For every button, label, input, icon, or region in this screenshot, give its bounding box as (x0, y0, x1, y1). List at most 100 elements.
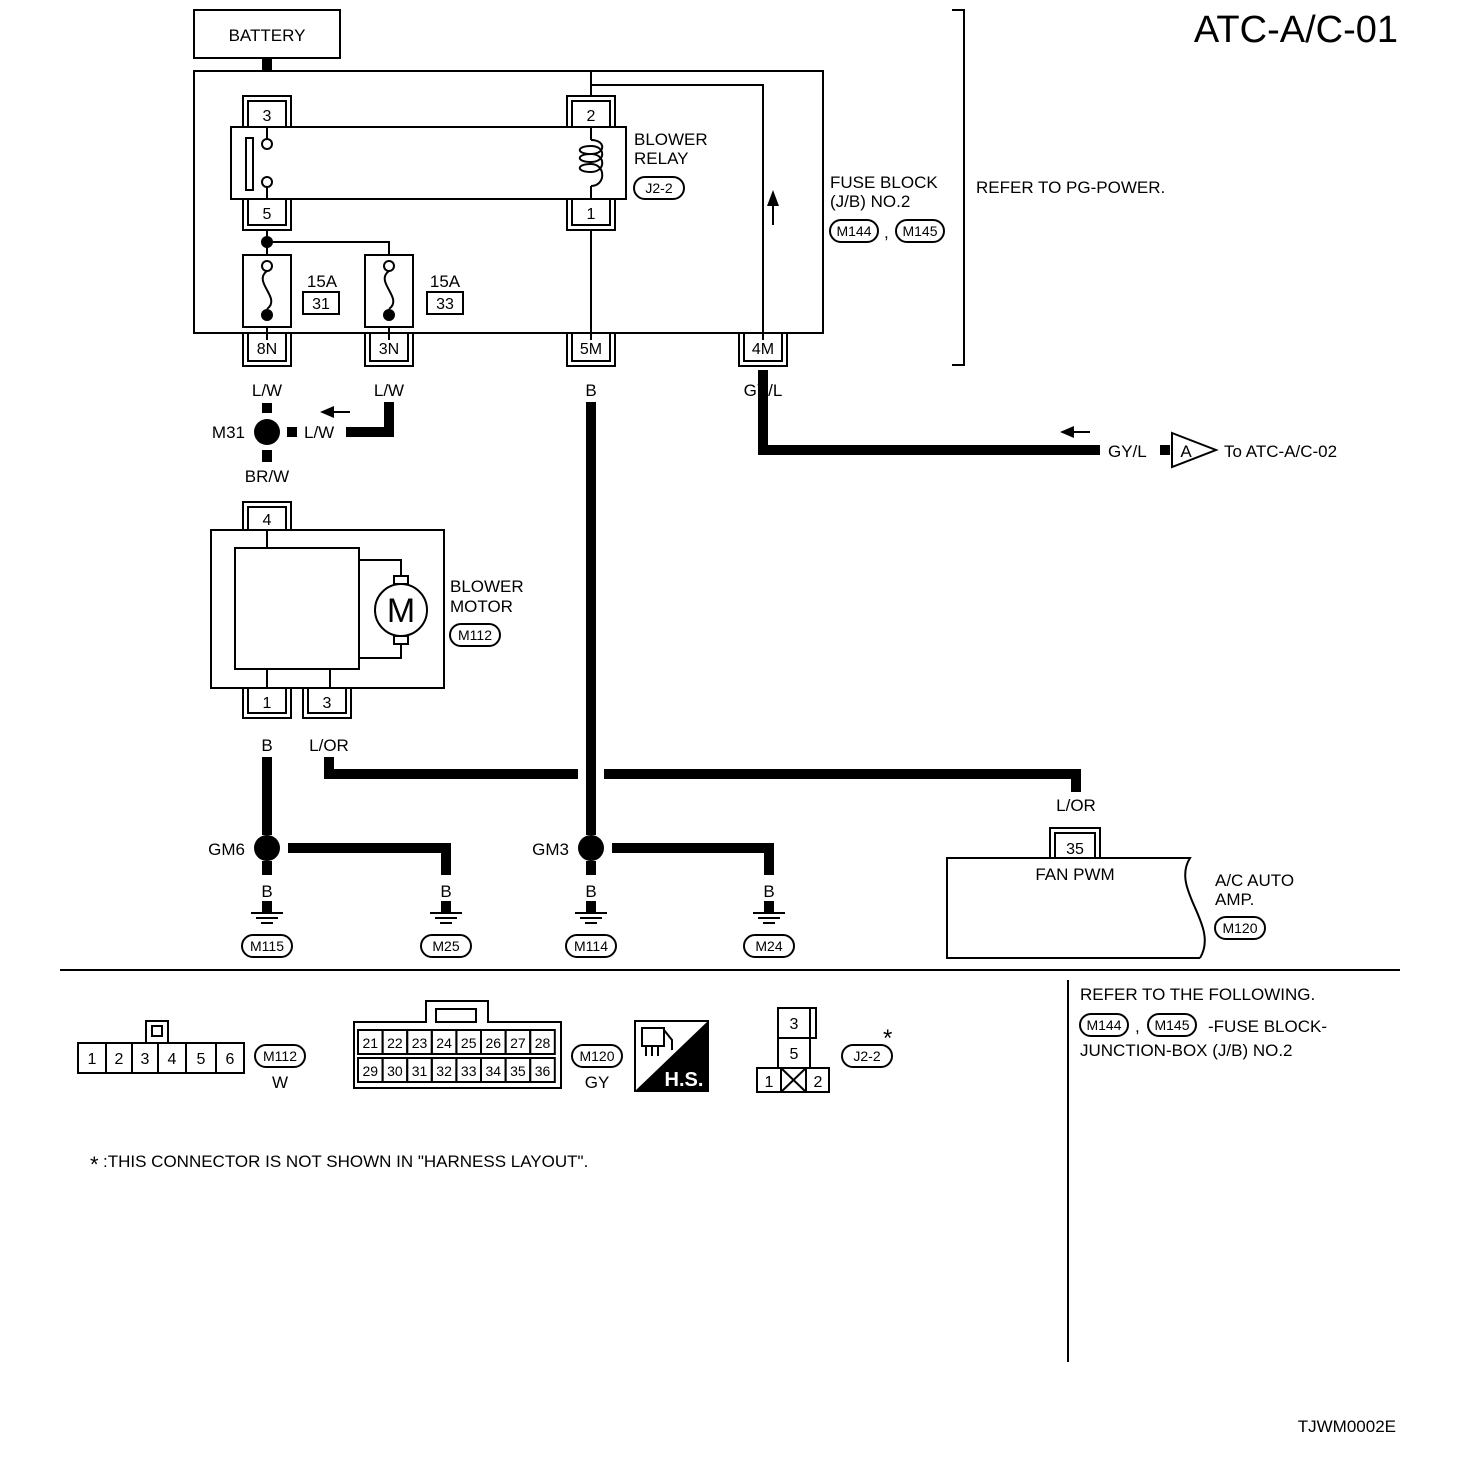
terminal-8n-label: 8N (257, 341, 277, 358)
wire-label-b-g2: B (440, 882, 451, 901)
motor-symbol: M (387, 592, 415, 630)
m112-connector: M112 (263, 1048, 297, 1064)
wire-label-b-motor: B (261, 736, 272, 755)
j22-connector: J2-2 (853, 1048, 880, 1064)
terminal-3n: 3N (364, 334, 414, 367)
terminal-4m: 4M (738, 334, 788, 367)
ground-m24: M24 (743, 901, 795, 958)
m120-cell (529, 1029, 556, 1055)
motor-label-2: MOTOR (450, 597, 513, 616)
m112-pin-1: 1 (88, 1051, 97, 1068)
connector-a: A (1171, 431, 1219, 469)
relay-pin-3: 3 (263, 108, 272, 125)
motor-label-1: BLOWER (450, 577, 524, 596)
m112-color: W (272, 1073, 288, 1092)
relay-connector: J2-2 (645, 180, 672, 196)
relay-label-2: RELAY (634, 149, 689, 168)
m120-pin: 30 (387, 1063, 403, 1079)
motor-pin-4: 4 (263, 512, 272, 529)
m112-pin-2: 2 (115, 1051, 124, 1068)
m112-pin-3: 3 (141, 1051, 150, 1068)
ground-m25: M25 (420, 901, 472, 958)
blower-motor: 4 M 1 3 BLOWER MOTOR M112 (210, 501, 524, 719)
amp-signal: FAN PWM (1035, 865, 1114, 884)
m120-pin: 34 (486, 1063, 502, 1079)
refer-pg-power: REFER TO PG-POWER. (976, 178, 1165, 197)
relay-pin-2: 2 (587, 108, 596, 125)
legend-j22: 3 5 1 2 J2-2 * (756, 1007, 893, 1093)
refer-line-1: REFER TO THE FOLLOWING. (1080, 985, 1315, 1004)
fuse-33-rating: 15A (430, 272, 461, 291)
wire-label-b-g1: B (261, 882, 272, 901)
relay-pin-1: 1 (587, 206, 596, 223)
fuse-block-connector-m144: M144 (836, 223, 871, 239)
figure-id: TJWM0002E (1298, 1417, 1396, 1436)
amp-pin-35: 35 (1066, 841, 1084, 858)
ground-m115-label: M115 (250, 938, 284, 954)
fuse-block-label-1: FUSE BLOCK (830, 173, 938, 192)
fuse-33-number: 33 (436, 296, 454, 313)
refer-line-2-suffix: -FUSE BLOCK- (1208, 1017, 1327, 1036)
wire-label-lor-amp: L/OR (1056, 796, 1096, 815)
refer-connector-m145: M145 (1154, 1017, 1189, 1033)
m120-pin: 25 (461, 1035, 477, 1051)
wire-label-b-g3: B (585, 882, 596, 901)
wire-label-gyl-a: GY/L (1108, 442, 1147, 461)
j22-pin-1: 1 (765, 1074, 774, 1091)
note-star: * (90, 1152, 99, 1177)
terminal-3n-label: 3N (379, 341, 399, 358)
battery: BATTERY (193, 9, 341, 59)
connector-a-letter: A (1180, 442, 1192, 461)
ac-auto-amp: 35 FAN PWM A/C AUTO AMP. M120 (946, 827, 1294, 959)
wire-label-lor-motor: L/OR (309, 736, 349, 755)
splice-m31-label: M31 (212, 423, 245, 442)
harness-side-icon: H.S. (634, 1020, 709, 1092)
ground-m115: M115 (241, 901, 293, 958)
splice-gm3 (578, 835, 604, 861)
m120-pin: 27 (510, 1035, 526, 1051)
blower-relay: 3 5 2 1 BLOWER RELAY J2-2 (230, 95, 708, 231)
wire-label-b-5m: B (585, 381, 596, 400)
motor-pin-3: 3 (323, 695, 332, 712)
refer-line-3: JUNCTION-BOX (J/B) NO.2 (1080, 1041, 1293, 1060)
wire-label-brw: BR/W (245, 467, 289, 486)
m112-pin-5: 5 (197, 1051, 206, 1068)
motor-connector: M112 (458, 627, 492, 643)
m120-pin: 21 (363, 1035, 379, 1051)
wire-label-lw-m31: L/W (304, 423, 334, 442)
battery-label: BATTERY (229, 26, 306, 45)
j22-star: * (883, 1025, 892, 1052)
m120-pin: 35 (510, 1063, 526, 1079)
terminal-8n: 8N (242, 334, 292, 367)
m120-pin: 24 (436, 1035, 452, 1051)
m112-pin-4: 4 (168, 1051, 177, 1068)
wire-label-lw-8n: L/W (252, 381, 282, 400)
wire-label-lw-3n: L/W (374, 381, 404, 400)
m120-pin: 22 (387, 1035, 403, 1051)
refer-sep: , (1135, 1017, 1140, 1036)
wire-label-b-g4: B (763, 882, 774, 901)
fuse-block-connector-m145: M145 (902, 223, 937, 239)
splice-gm6-label: GM6 (208, 840, 245, 859)
connector-a-text: To ATC-A/C-02 (1224, 442, 1337, 461)
m120-pin: 29 (363, 1063, 379, 1079)
ground-m25-label: M25 (432, 938, 459, 954)
m120-pin: 33 (461, 1063, 477, 1079)
amp-connector: M120 (1222, 920, 1257, 936)
fuse-block: FUSE BLOCK (J/B) NO.2 M144 , M145 (193, 70, 945, 334)
terminal-4m-label: 4M (752, 341, 774, 358)
j22-pin-3: 3 (790, 1016, 799, 1033)
m120-pin: 26 (486, 1035, 502, 1051)
refer-connector-m144: M144 (1086, 1017, 1121, 1033)
m120-connector: M120 (579, 1048, 614, 1064)
amp-label-1: A/C AUTO (1215, 871, 1294, 890)
ground-m114-label: M114 (574, 938, 608, 954)
m120-cell (529, 1057, 556, 1083)
splice-gm3-label: GM3 (532, 840, 569, 859)
hs-label: H.S. (665, 1069, 704, 1091)
legend-m112: 1 2 3 4 5 6 M112 W (77, 1020, 306, 1092)
m120-color: GY (585, 1073, 610, 1092)
splice-gm6 (254, 835, 280, 861)
